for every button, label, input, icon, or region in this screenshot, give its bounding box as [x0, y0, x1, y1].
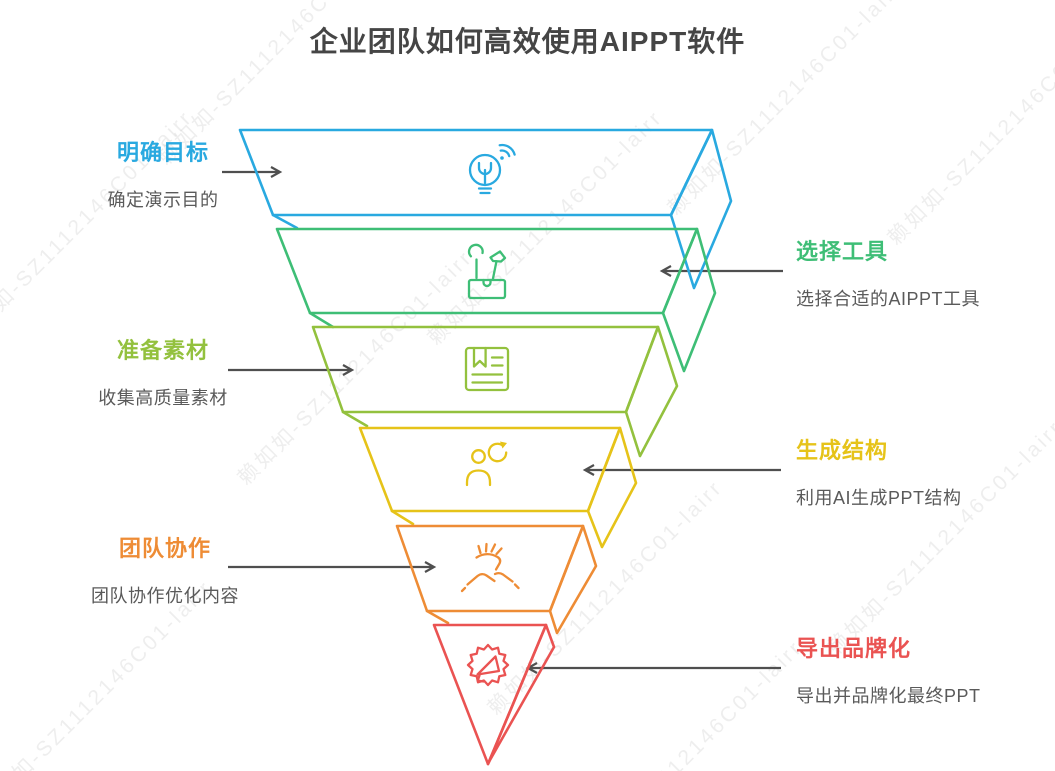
- notebook-icon: [464, 346, 510, 392]
- funnel-side-panel: [548, 524, 598, 635]
- level-label-material: 准备素材 收集高质量素材: [58, 333, 268, 410]
- funnel-bottom-lip: [271, 213, 299, 230]
- level-subtitle: 选择合适的AIPPT工具: [796, 289, 981, 309]
- megaphone-badge-icon: [466, 643, 510, 687]
- level-label-structure: 生成结构 利用AI生成PPT结构: [796, 433, 1048, 510]
- page-title: 企业团队如何高效使用AIPPT软件: [309, 26, 746, 57]
- level-subtitle: 利用AI生成PPT结构: [796, 488, 962, 508]
- funnel-face: [358, 426, 622, 513]
- funnel-level-structure: [358, 426, 638, 549]
- funnel-bottom-lip: [425, 609, 450, 625]
- funnel-bottom-lip: [308, 311, 335, 329]
- level-title: 团队协作: [118, 536, 211, 561]
- level-subtitle: 收集高质量素材: [98, 388, 228, 408]
- level-label-brand: 导出品牌化 导出并品牌化最终PPT: [796, 631, 1048, 708]
- funnel-level-goal: [238, 128, 733, 290]
- arrow-goal: [222, 166, 283, 178]
- level-title: 明确目标: [116, 140, 209, 165]
- funnel-face: [238, 128, 714, 217]
- level-title: 准备素材: [116, 338, 209, 363]
- toolbox-icon: [467, 243, 507, 300]
- level-subtitle: 确定演示目的: [107, 190, 219, 210]
- funnel-side-panel: [624, 325, 679, 458]
- funnel-face: [275, 227, 699, 315]
- level-subtitle: 导出并品牌化最终PPT: [796, 686, 981, 706]
- funnel-bottom-lip: [341, 410, 369, 428]
- level-label-goal: 明确目标 确定演示目的: [58, 135, 268, 212]
- lightbulb-wifi-icon: [468, 143, 516, 195]
- level-title: 导出品牌化: [796, 636, 912, 661]
- funnel-side-panel: [486, 623, 556, 766]
- connector-arrows: [222, 166, 783, 674]
- level-label-collaborate: 团队协作 团队协作优化内容: [60, 531, 270, 608]
- level-title: 生成结构: [796, 438, 889, 463]
- level-subtitle: 团队协作优化内容: [91, 586, 239, 606]
- funnel-side-panel: [669, 128, 733, 290]
- arrow-collaborate: [228, 561, 437, 573]
- arrow-tool: [659, 265, 783, 277]
- funnel-side-panel: [586, 426, 638, 549]
- funnel-level-material: [311, 325, 679, 458]
- funnel-level-tool: [275, 227, 717, 373]
- arrow-material: [228, 364, 355, 376]
- hands-together-icon: [460, 542, 520, 593]
- funnel-level-collaborate: [395, 524, 598, 635]
- arrow-brand: [525, 662, 781, 674]
- funnel-side-panel: [661, 227, 717, 373]
- level-label-tool: 选择工具 选择合适的AIPPT工具: [796, 234, 1048, 311]
- level-title: 选择工具: [796, 239, 889, 264]
- arrow-structure: [582, 464, 781, 476]
- funnel-level-brand: [432, 623, 556, 766]
- funnel-face: [311, 325, 660, 414]
- ai-person-refresh-icon: [465, 441, 508, 487]
- funnel-bottom-lip: [390, 509, 415, 526]
